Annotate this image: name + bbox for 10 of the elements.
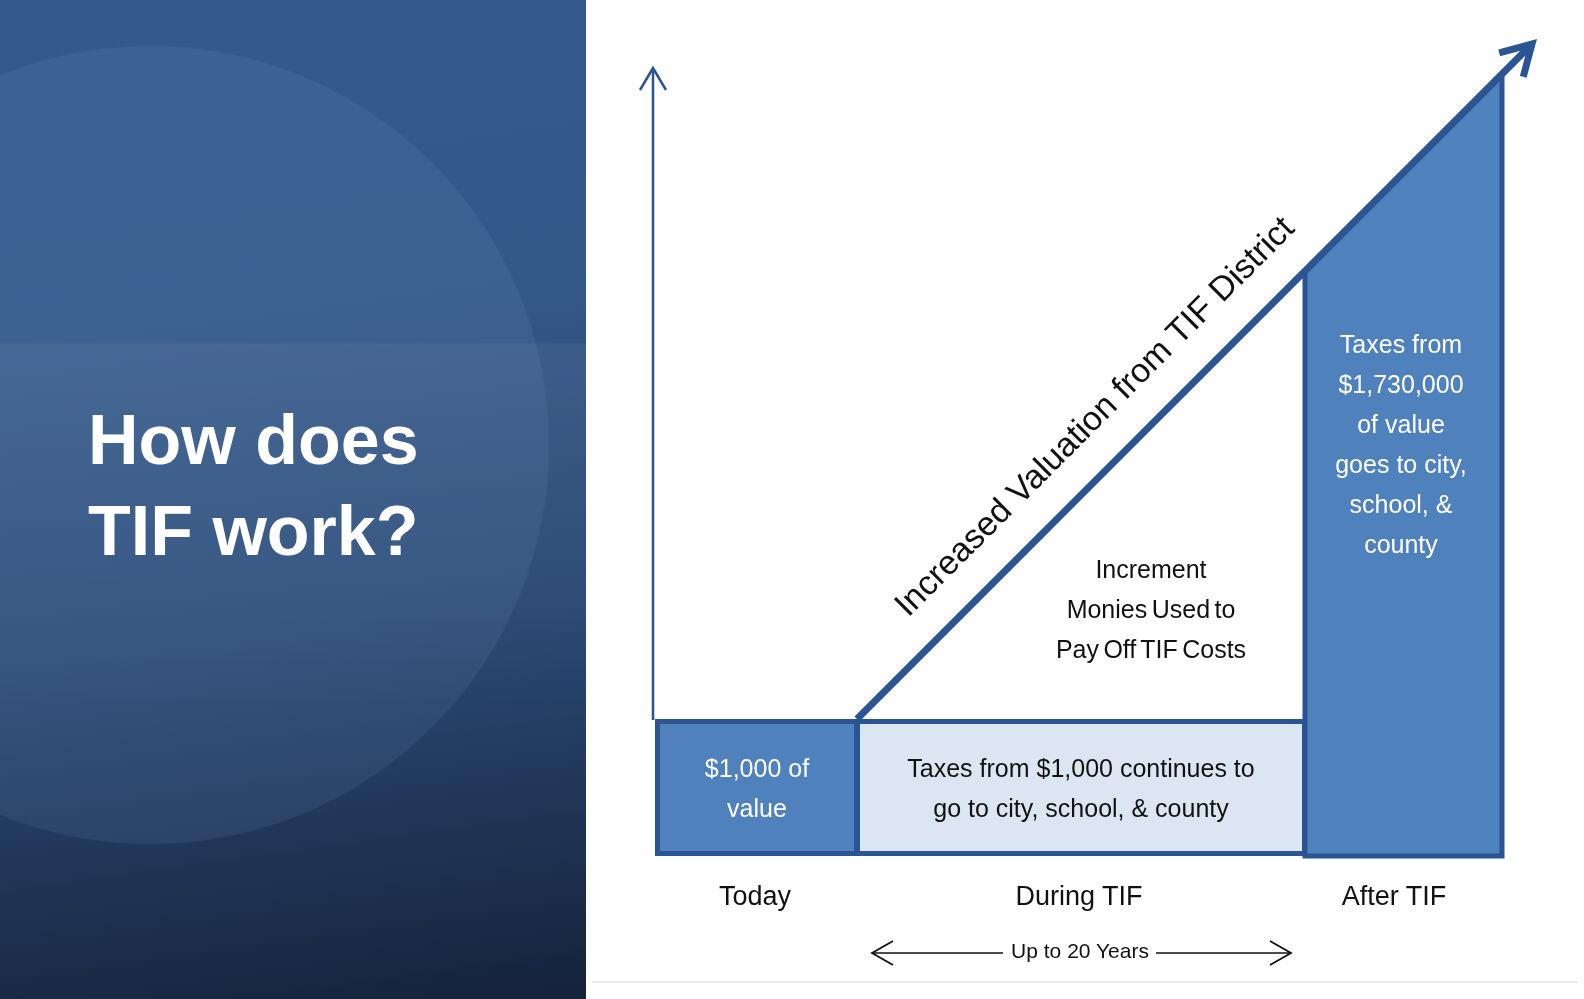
slide-title: How does TIF work? [88,400,420,572]
column-label: During TIF [1015,881,1143,913]
node-label: Taxes from $1,000 continues to go to city, school, & county [906,752,1256,824]
node-label: Taxes from $1,730,000 of value goes to city, school, & county [1334,329,1468,560]
node-label: $1,000 of value [703,752,811,824]
dimension-label: Up to 20 Years [1011,938,1149,964]
arrow [854,40,1536,722]
column-label: Today [718,881,792,913]
column-label: After TIF [1341,881,1447,913]
area-label: Increment Monies Used to Pay Off TIF Costs [1054,554,1248,665]
